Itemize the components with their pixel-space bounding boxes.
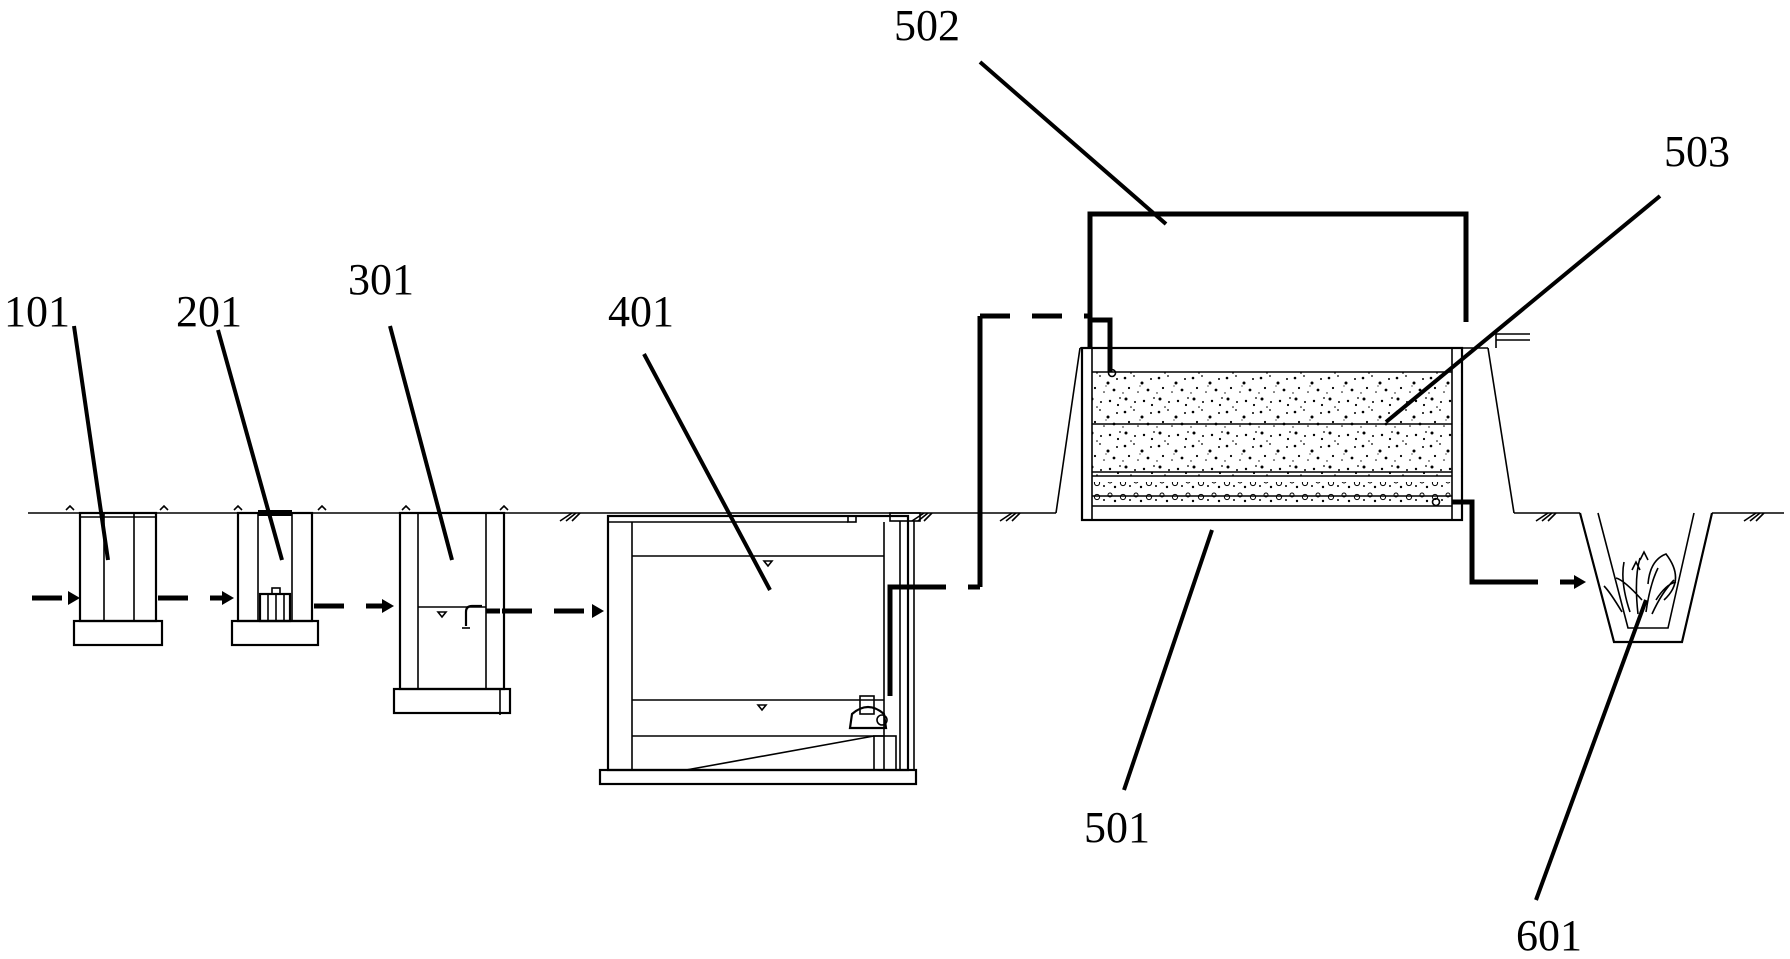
wetland-ditch-601 xyxy=(1578,512,1714,644)
component-labels: 101 201 301 401 501 502 503 601 xyxy=(4,1,1730,959)
label-502: 502 xyxy=(894,1,960,50)
leader-502 xyxy=(978,60,1168,226)
label-101: 101 xyxy=(4,287,70,336)
pipe-502 xyxy=(1087,211,1469,372)
label-503: 503 xyxy=(1664,127,1730,176)
ground-hatch-marks xyxy=(65,504,1765,522)
tank-401 xyxy=(598,512,921,786)
leader-501 xyxy=(1122,529,1214,791)
well-201 xyxy=(230,510,320,647)
leader-101 xyxy=(72,325,110,561)
label-601: 601 xyxy=(1516,911,1582,959)
flow-pipes xyxy=(32,313,1586,696)
filter-bed-501 xyxy=(1080,333,1530,522)
label-301: 301 xyxy=(348,255,414,304)
leader-401 xyxy=(642,353,772,591)
well-101 xyxy=(72,511,164,647)
label-501: 501 xyxy=(1084,803,1150,852)
well-301 xyxy=(392,511,512,715)
leader-201 xyxy=(216,329,284,561)
label-201: 201 xyxy=(176,287,242,336)
leader-lines xyxy=(72,60,1662,901)
leader-503 xyxy=(1384,194,1662,424)
ground-line xyxy=(28,347,1784,514)
leader-301 xyxy=(388,325,454,561)
leader-601 xyxy=(1534,599,1648,901)
label-401: 401 xyxy=(608,287,674,336)
